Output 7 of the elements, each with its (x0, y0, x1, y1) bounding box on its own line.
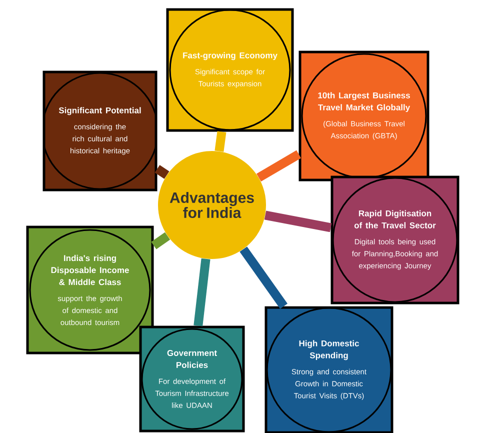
connector-band (214, 131, 226, 152)
connector-band (151, 232, 170, 250)
connector-band (256, 150, 302, 182)
connector-band (194, 258, 210, 326)
connector-band (240, 246, 288, 309)
connector-band (264, 210, 332, 232)
connector-band (154, 165, 170, 179)
